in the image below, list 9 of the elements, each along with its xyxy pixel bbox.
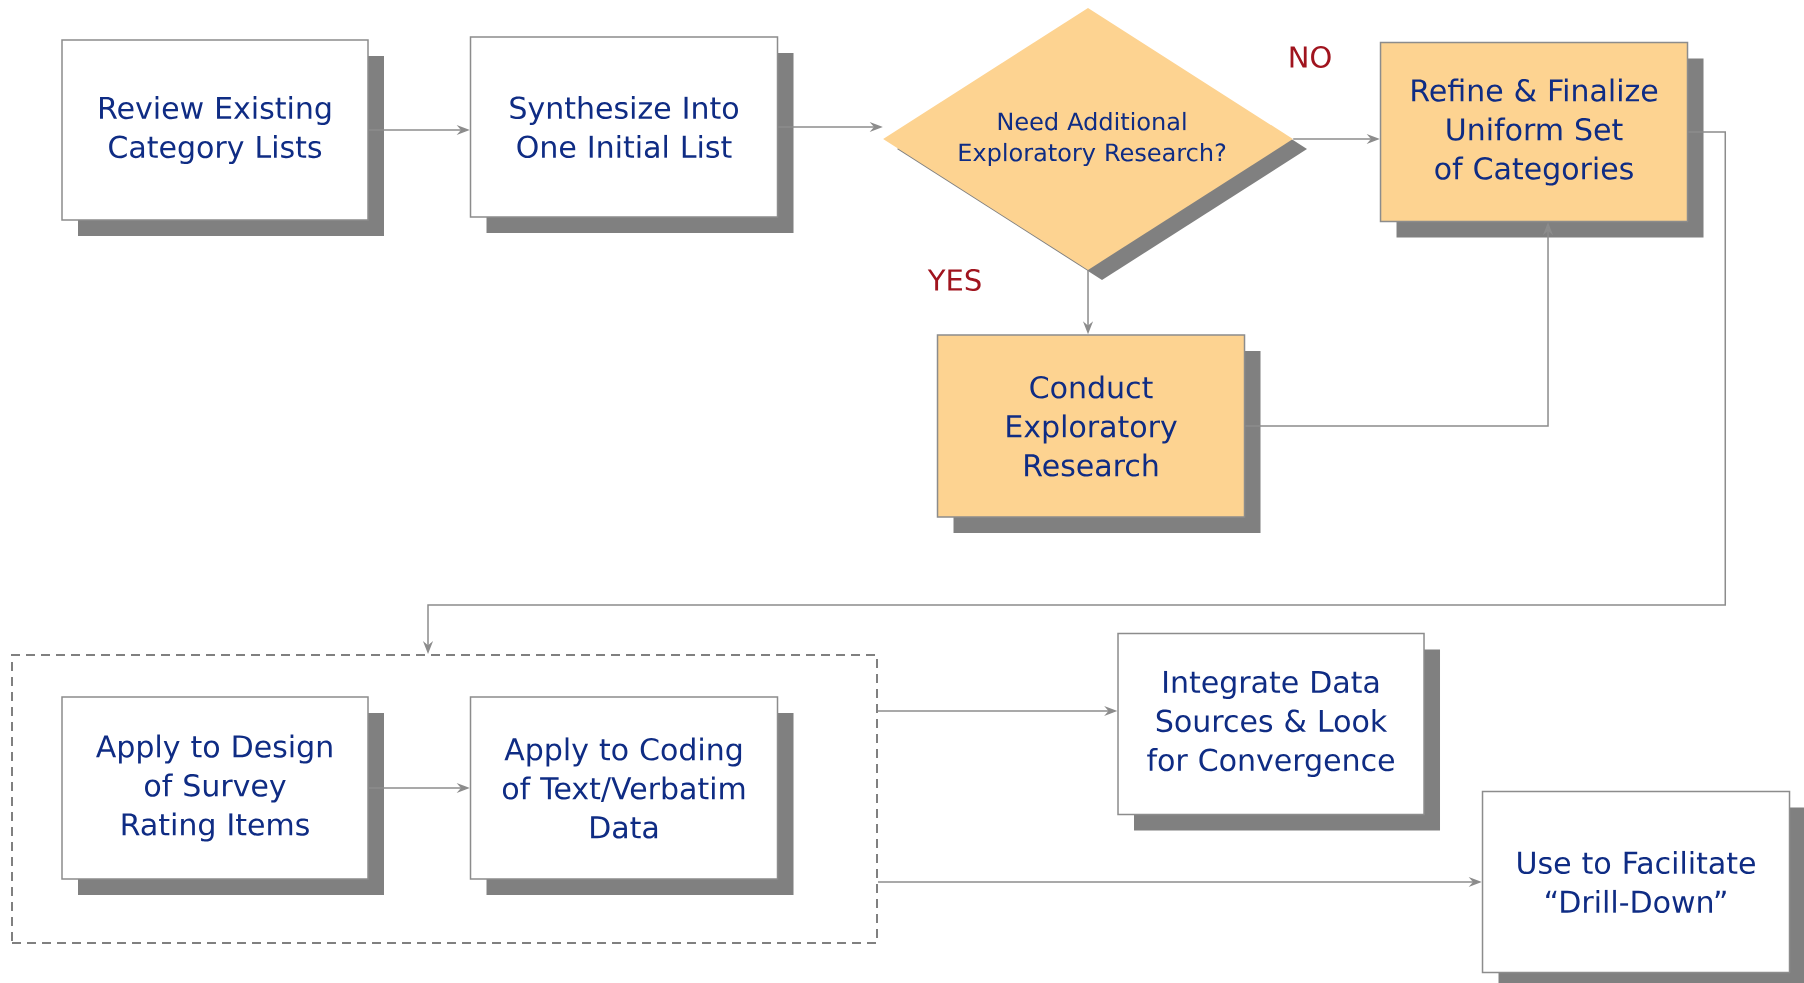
process-box: Apply to Coding of Text/Verbatim Data: [469, 696, 794, 895]
process-box: Conduct Exploratory Research: [936, 334, 1261, 533]
process-box: Review Existing Category Lists: [61, 39, 384, 236]
process-box: Refine & Finalize Uniform Set of Categories: [1379, 41, 1704, 238]
process-box: Synthesize Into One Initial List: [469, 36, 794, 233]
process-box: Apply to Design of Survey Rating Items: [61, 696, 384, 895]
process-box: Use to Facilitate “Drill-Down”: [1481, 790, 1804, 983]
process-box: Integrate Data Sources & Look for Convergence: [1117, 632, 1440, 831]
dashed-group-box: [11, 654, 878, 944]
